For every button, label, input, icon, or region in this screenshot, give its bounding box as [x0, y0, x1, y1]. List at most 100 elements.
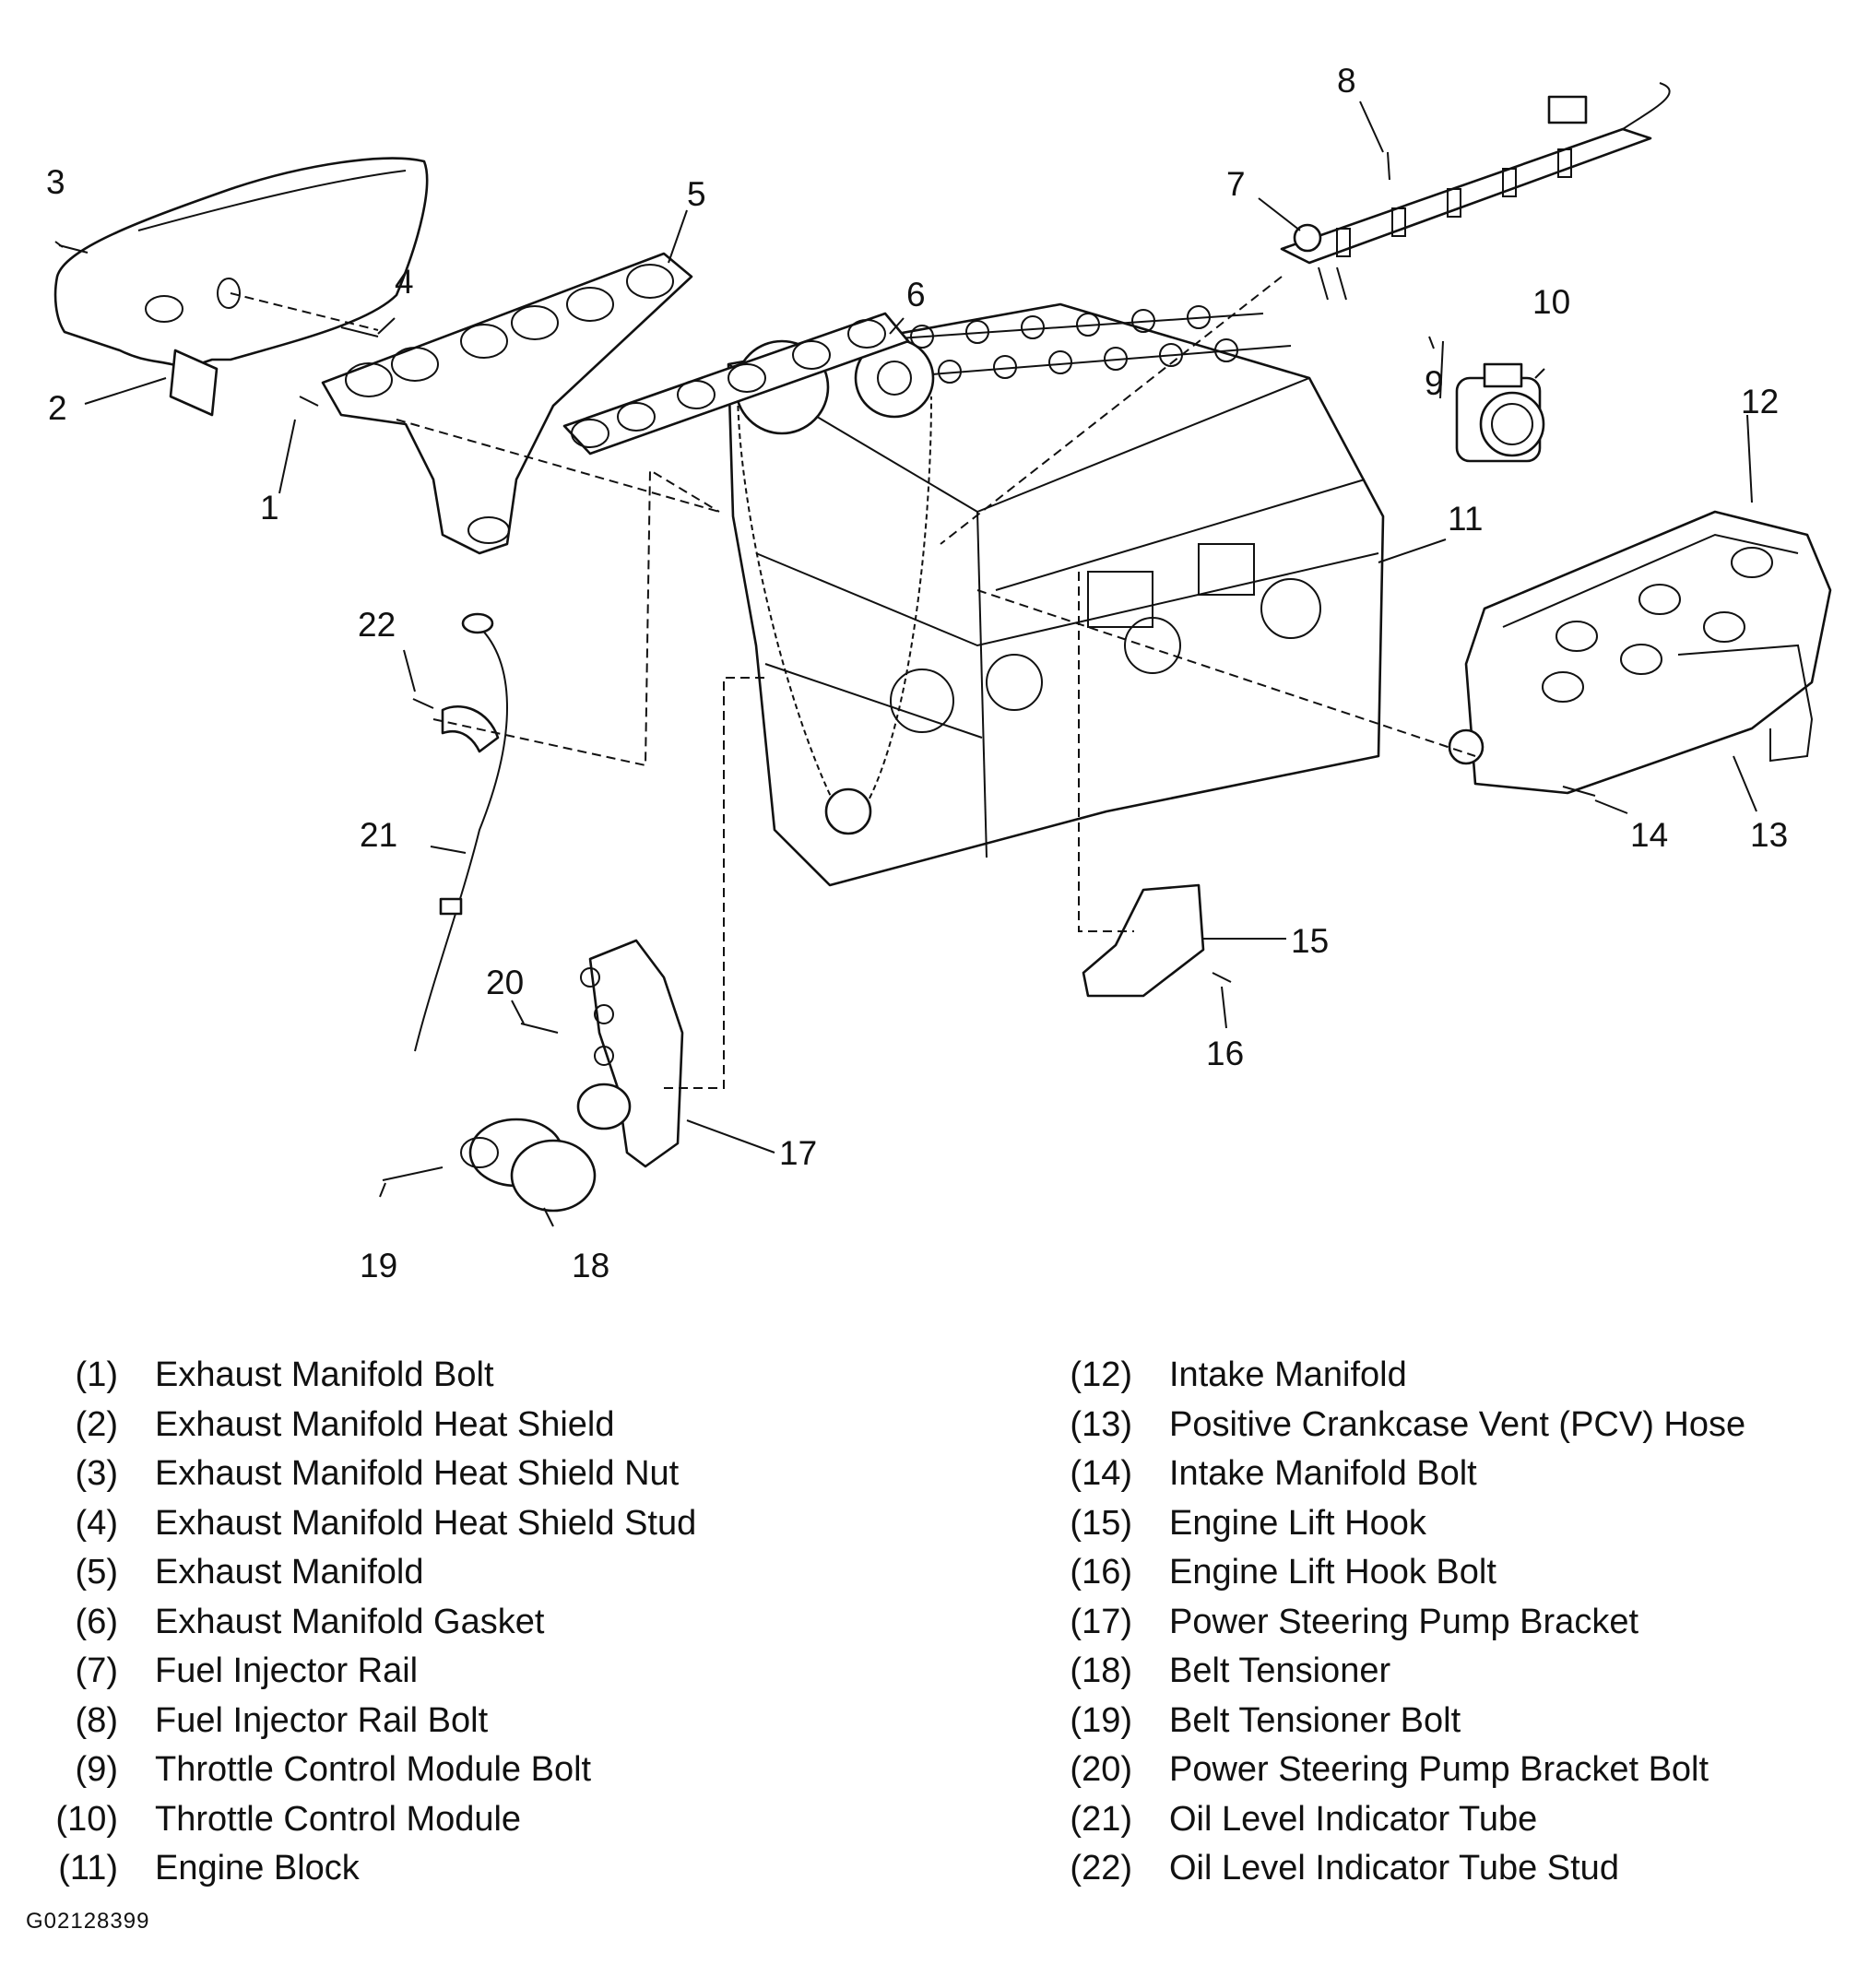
legend-item: (9) Throttle Control Module Bolt — [46, 1745, 876, 1795]
power-steering-pump-bracket — [580, 939, 684, 1168]
legend-item: (8) Fuel Injector Rail Bolt — [46, 1697, 876, 1746]
legend-label: Oil Level Indicator Tube Stud — [1169, 1849, 1619, 1887]
legend-number: (13) — [1070, 1404, 1132, 1444]
legend-label: Throttle Control Module Bolt — [155, 1750, 592, 1789]
throttle-control-module — [1455, 362, 1545, 463]
engine-exploded-diagram: 1 2 3 4 5 6 7 8 9 10 11 12 13 14 15 16 1… — [46, 62, 1832, 1284]
callout-20: 20 — [486, 964, 524, 1001]
legend-item: (19) Belt Tensioner Bolt — [1060, 1697, 1853, 1746]
fasteners — [54, 151, 1596, 1181]
callout-numbers: 1 2 3 4 5 6 7 8 9 10 11 12 13 14 15 16 1… — [46, 62, 1788, 1284]
legend-label: Engine Block — [155, 1849, 360, 1887]
leader-lines — [58, 101, 1757, 1227]
legend-item: (2) Exhaust Manifold Heat Shield — [46, 1401, 876, 1450]
callout-12: 12 — [1741, 383, 1779, 420]
legend-label: Engine Lift Hook Bolt — [1169, 1553, 1496, 1592]
callout-7: 7 — [1226, 165, 1246, 203]
oil-level-indicator-tube — [414, 612, 508, 1052]
legend-number: (9) — [75, 1750, 118, 1789]
legend-label: Exhaust Manifold Gasket — [155, 1602, 545, 1641]
callout-22: 22 — [358, 606, 396, 644]
legend-right-column: (12) Intake Manifold (13) Positive Crankca… — [1060, 1351, 1853, 1894]
callout-13: 13 — [1750, 816, 1788, 854]
legend-item: (1)Exhaust Manifold Bolt — [46, 1351, 876, 1401]
legend-item: (21) Oil Level Indicator Tube — [1060, 1795, 1853, 1845]
legend-item: (20) Power Steering Pump Bracket Bolt — [1060, 1745, 1853, 1795]
legend-number: (15) — [1070, 1503, 1132, 1543]
bolt-19 — [382, 1166, 444, 1181]
callout-19: 19 — [360, 1247, 397, 1284]
legend-item: (14)Intake Manifold Bolt — [1060, 1450, 1853, 1499]
legend-label: Fuel Injector Rail Bolt — [155, 1700, 489, 1740]
callout-16: 16 — [1206, 1035, 1244, 1072]
exhaust-manifold — [321, 252, 693, 555]
legend-number: (3) — [75, 1454, 118, 1493]
legend-number: (2) — [75, 1404, 118, 1444]
legend-label: Oil Level Indicator Tube — [1169, 1799, 1538, 1839]
legend-number: (20) — [1070, 1750, 1132, 1789]
legend-number: (21) — [1070, 1799, 1132, 1839]
legend-label: Throttle Control Module — [155, 1799, 522, 1839]
callout-11: 11 — [1448, 500, 1483, 538]
legend-number: (17) — [1070, 1602, 1132, 1641]
legend-label: Belt Tensioner Bolt — [1169, 1700, 1461, 1740]
bolt-9 — [1428, 336, 1435, 349]
legend-number: (11) — [58, 1849, 118, 1887]
bolt-16 — [1212, 972, 1232, 983]
legend-item: (13) Positive Crankcase Vent (PCV) Hose — [1060, 1401, 1853, 1450]
bolt-14 — [1562, 786, 1596, 797]
callout-14: 14 — [1630, 816, 1668, 854]
legend-label: Power Steering Pump Bracket Bolt — [1169, 1750, 1709, 1789]
callout-9: 9 — [1425, 364, 1444, 402]
legend-label: Power Steering Pump Bracket — [1169, 1602, 1639, 1641]
callout-15: 15 — [1291, 922, 1329, 960]
legend-item: (12) Intake Manifold — [1060, 1351, 1853, 1401]
engine-block — [727, 302, 1385, 887]
legend-item: (18)Belt Tensioner — [1060, 1647, 1853, 1697]
bolt-1 — [299, 396, 319, 407]
legend-number: (4) — [75, 1503, 118, 1543]
legend-number: (19) — [1070, 1700, 1132, 1740]
fuel-injector-rail — [1280, 82, 1671, 301]
pcv-hose — [1677, 644, 1814, 763]
callout-1: 1 — [260, 489, 279, 527]
legend-number: (5) — [75, 1553, 118, 1592]
legend-label: Exhaust Manifold — [155, 1553, 424, 1592]
legend-item: (3) Exhaust Manifold Heat Shield Nut — [46, 1450, 876, 1499]
intake-manifold — [1448, 510, 1832, 795]
callout-4: 4 — [395, 263, 414, 301]
legend-item: (5) Exhaust Manifold — [46, 1548, 876, 1598]
exhaust-manifold-gasket — [562, 312, 910, 456]
legend-label: Exhaust Manifold Heat Shield Nut — [155, 1454, 680, 1493]
legend-label: Exhaust Manifold Heat Shield — [155, 1404, 615, 1444]
callout-2: 2 — [48, 389, 67, 427]
legend-number: (22) — [1070, 1849, 1132, 1887]
figure-id: G02128399 — [26, 1909, 150, 1934]
legend-label: Positive Crankcase Vent (PCV) Hose — [1169, 1404, 1746, 1444]
bolt-20 — [520, 1023, 559, 1034]
legend-label: Intake Manifold — [1169, 1355, 1407, 1394]
legend-item: (7)Fuel Injector Rail — [46, 1647, 876, 1697]
legend-item: (11) Engine Block — [46, 1844, 876, 1894]
legend-label: Fuel Injector Rail — [155, 1651, 419, 1690]
belt-tensioner — [460, 1083, 632, 1213]
callout-17: 17 — [779, 1134, 817, 1172]
legend-label: Engine Lift Hook — [1169, 1503, 1426, 1543]
callout-5: 5 — [687, 175, 706, 213]
legend-item: (10) Throttle Control Module — [46, 1795, 876, 1845]
legend-item: (17) Power Steering Pump Bracket — [1060, 1598, 1853, 1648]
legend-label: Intake Manifold Bolt — [1169, 1454, 1477, 1493]
legend-number: (10) — [55, 1799, 118, 1839]
legend-item: (22) Oil Level Indicator Tube Stud — [1060, 1844, 1853, 1894]
legend-number: (12) — [1070, 1355, 1132, 1394]
legend-number: (1) — [75, 1355, 118, 1394]
exhaust-manifold-heat-shield — [53, 157, 429, 417]
legend-number: (8) — [75, 1700, 118, 1740]
bolt-8 — [1387, 151, 1390, 181]
legend-left-column: (1)Exhaust Manifold Bolt (2) Exhaust Mani… — [46, 1351, 876, 1894]
legend-item: (16)Engine Lift Hook Bolt — [1060, 1548, 1853, 1598]
callout-21: 21 — [360, 816, 397, 854]
legend-label: Exhaust Manifold Heat Shield Stud — [155, 1503, 697, 1543]
engine-lift-hook — [1082, 883, 1205, 998]
legend-item: (15) Engine Lift Hook — [1060, 1499, 1853, 1549]
